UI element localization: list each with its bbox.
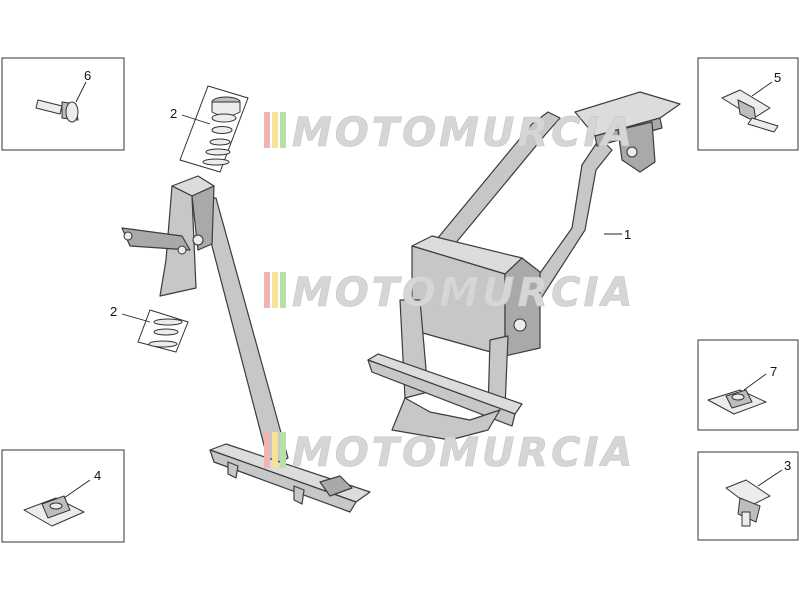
callout-label: 1 — [624, 227, 631, 242]
bolt-detail-box[interactable]: 6 — [1, 57, 125, 151]
callout-label: 6 — [84, 68, 91, 83]
callout-label: 5 — [774, 70, 781, 85]
watermark-stripe-red — [264, 112, 270, 148]
watermark-stripe-yellow — [272, 272, 278, 308]
callout-label: 2 — [110, 304, 117, 319]
frame-callout[interactable]: 1 — [604, 227, 631, 242]
clip-5-detail-box[interactable]: 5 — [697, 57, 799, 151]
clip-3-detail-box[interactable]: 3 — [697, 451, 799, 541]
watermark-text: MOTOMURCIA — [292, 430, 635, 476]
watermark-stripe-yellow — [272, 112, 278, 148]
callout-label: 7 — [770, 364, 777, 379]
bearing-set-bracket — [179, 85, 249, 173]
watermark-top: MOTOMURCIA — [264, 110, 635, 156]
watermark-stripe-red — [264, 432, 270, 468]
watermark-text: MOTOMURCIA — [292, 270, 635, 316]
bearing-set-bracket — [137, 309, 189, 353]
bearing-set-lower[interactable]: 2 — [110, 304, 189, 353]
watermark-text: MOTOMURCIA — [292, 110, 635, 156]
clip-nut-4-detail-box[interactable]: 4 — [1, 449, 125, 543]
clip-nut-7-detail-box[interactable]: 7 — [697, 339, 799, 431]
scooter-frame — [121, 91, 681, 513]
bearing-set-upper[interactable]: 2 — [170, 85, 249, 173]
watermark-stripe-green — [280, 272, 286, 308]
watermark-stripe-green — [280, 432, 286, 468]
watermark-stripe-yellow — [272, 432, 278, 468]
callout-label: 4 — [94, 468, 101, 483]
callout-label: 3 — [784, 458, 791, 473]
watermark-middle: MOTOMURCIA — [264, 270, 635, 316]
watermark-stripe-red — [264, 272, 270, 308]
watermark-bottom: MOTOMURCIA — [264, 430, 635, 476]
watermark-stripe-green — [280, 112, 286, 148]
callout-label: 2 — [170, 106, 177, 121]
